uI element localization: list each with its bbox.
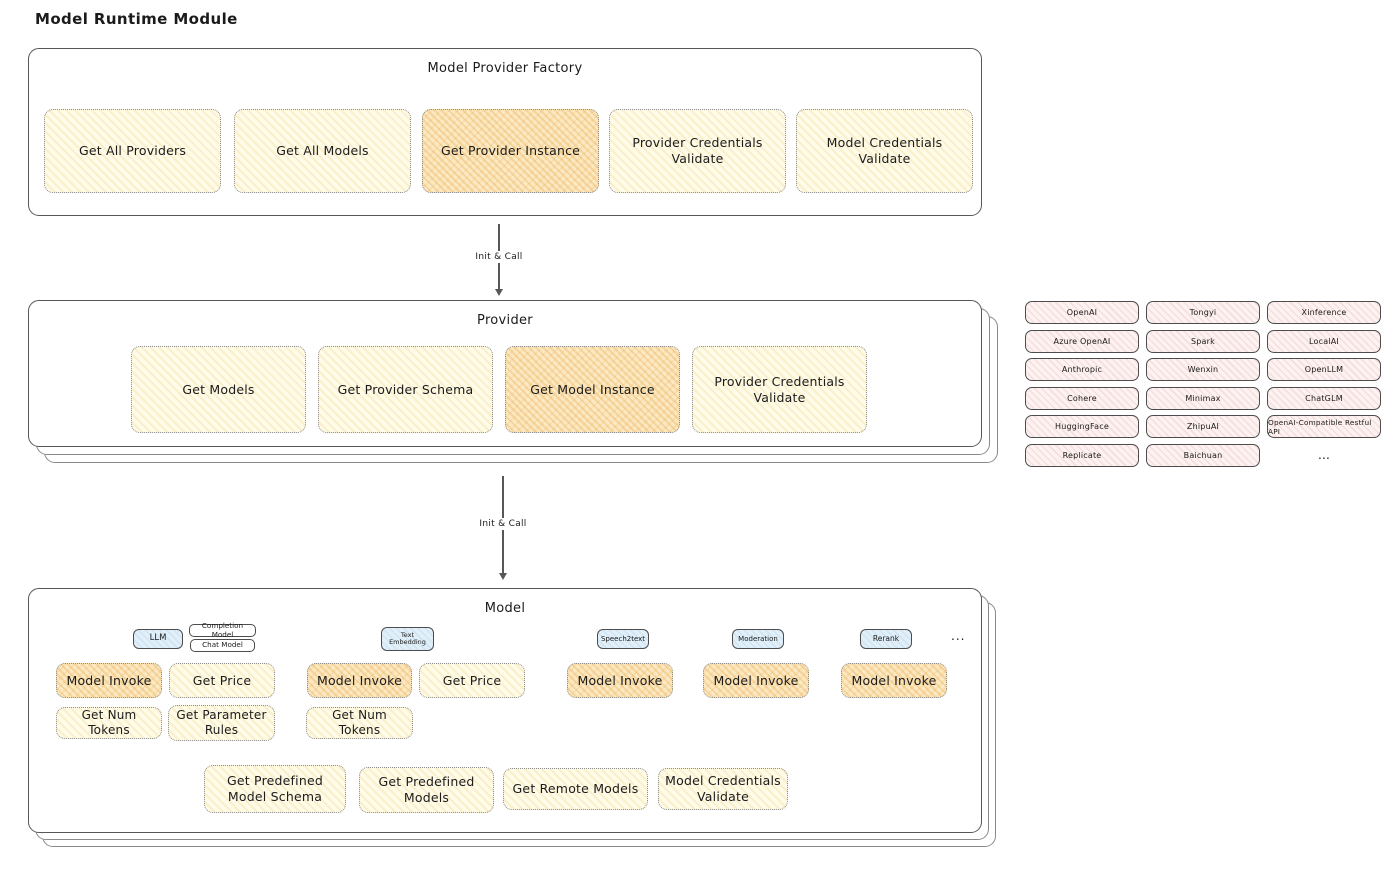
factory-item-model-credentials-validate: Model Credentials Validate [796, 109, 973, 193]
model-fn-get-parameter-rules: Get Parameter Rules [168, 705, 275, 741]
vendor-tongyi: Tongyi [1146, 301, 1260, 324]
page-title: Model Runtime Module [35, 10, 238, 28]
factory-title: Model Provider Factory [427, 61, 583, 76]
model-fn-get-price-text-embedding: Get Price [419, 663, 525, 698]
vendor-cohere: Cohere [1025, 386, 1139, 410]
tags-more-ellipsis: ... [951, 629, 966, 643]
model-fn-model-invoke-llm: Model Invoke [56, 663, 162, 698]
vendor-spark: Spark [1146, 329, 1260, 353]
tag-speech2text: Speech2text [597, 629, 649, 649]
model-fn-model-credentials-validate: Model Credentials Validate [658, 768, 788, 810]
factory-item-provider-credentials-validate: Provider Credentials Validate [609, 109, 786, 193]
tag-chat-model: Chat Model [190, 639, 255, 652]
vendor-grid: OpenAI Tongyi Xinference Azure OpenAI Sp… [1025, 301, 1381, 467]
factory-box: Model Provider Factory Get All Providers… [28, 48, 982, 216]
model-fn-model-invoke-rerank: Model Invoke [841, 663, 947, 698]
model-fn-get-num-tokens-text-embedding: Get Num Tokens [306, 707, 413, 739]
vendor-anthropic: Anthropic [1025, 358, 1139, 381]
vendor-wenxin: Wenxin [1146, 358, 1260, 381]
model-fn-model-invoke-moderation: Model Invoke [703, 663, 809, 698]
model-fn-get-predefined-model-schema: Get Predefined Model Schema [204, 765, 346, 813]
provider-item-get-model-instance: Get Model Instance [505, 346, 680, 433]
model-fn-get-remote-models: Get Remote Models [503, 768, 648, 810]
arrow-head-icon [494, 289, 503, 296]
model-fn-model-invoke-speech2text: Model Invoke [567, 663, 673, 698]
tag-moderation: Moderation [732, 629, 784, 649]
vendor-huggingface: HuggingFace [1025, 415, 1139, 438]
model-title: Model [484, 601, 526, 616]
tag-llm: LLM [133, 629, 183, 649]
provider-box: Provider Get Models Get Provider Schema … [28, 300, 982, 447]
provider-item-get-provider-schema: Get Provider Schema [318, 346, 493, 433]
arrow-label-init-call-1: Init & Call [469, 251, 529, 264]
model-fn-get-num-tokens-llm: Get Num Tokens [56, 707, 162, 739]
model-fn-model-invoke-text-embedding: Model Invoke [307, 663, 412, 698]
model-box: Model LLM Completion Model Chat Model Te… [28, 588, 982, 833]
model-fn-get-predefined-models: Get Predefined Models [359, 767, 494, 813]
factory-item-get-all-models: Get All Models [234, 109, 411, 193]
provider-item-provider-credentials-validate: Provider Credentials Validate [692, 346, 867, 433]
vendor-openai: OpenAI [1025, 301, 1139, 324]
factory-item-get-provider-instance: Get Provider Instance [422, 109, 599, 193]
model-fn-get-price-llm: Get Price [169, 663, 275, 698]
vendor-chatglm: ChatGLM [1267, 386, 1381, 410]
vendor-replicate: Replicate [1025, 443, 1139, 467]
vendor-azure-openai: Azure OpenAI [1025, 329, 1139, 353]
vendor-zhipuai: ZhipuAI [1146, 415, 1260, 438]
vendor-minimax: Minimax [1146, 386, 1260, 410]
factory-item-get-all-providers: Get All Providers [44, 109, 221, 193]
vendor-openllm: OpenLLM [1267, 358, 1381, 381]
vendor-xinference: Xinference [1267, 301, 1381, 324]
arrow-label-init-call-2: Init & Call [473, 517, 533, 530]
vendor-openai-compatible-restful-api: OpenAI-Compatible Restful API [1267, 415, 1381, 438]
vendor-baichuan: Baichuan [1146, 443, 1260, 467]
tag-completion-model: Completion Model [189, 622, 256, 638]
tag-text-embedding: Text Embedding [381, 627, 434, 651]
arrow-head-icon [498, 573, 507, 580]
vendor-more-ellipsis: ... [1317, 448, 1331, 462]
provider-item-get-models: Get Models [131, 346, 306, 433]
provider-title: Provider [477, 313, 533, 328]
vendor-localai: LocalAI [1267, 329, 1381, 353]
tag-rerank: Rerank [860, 629, 912, 649]
